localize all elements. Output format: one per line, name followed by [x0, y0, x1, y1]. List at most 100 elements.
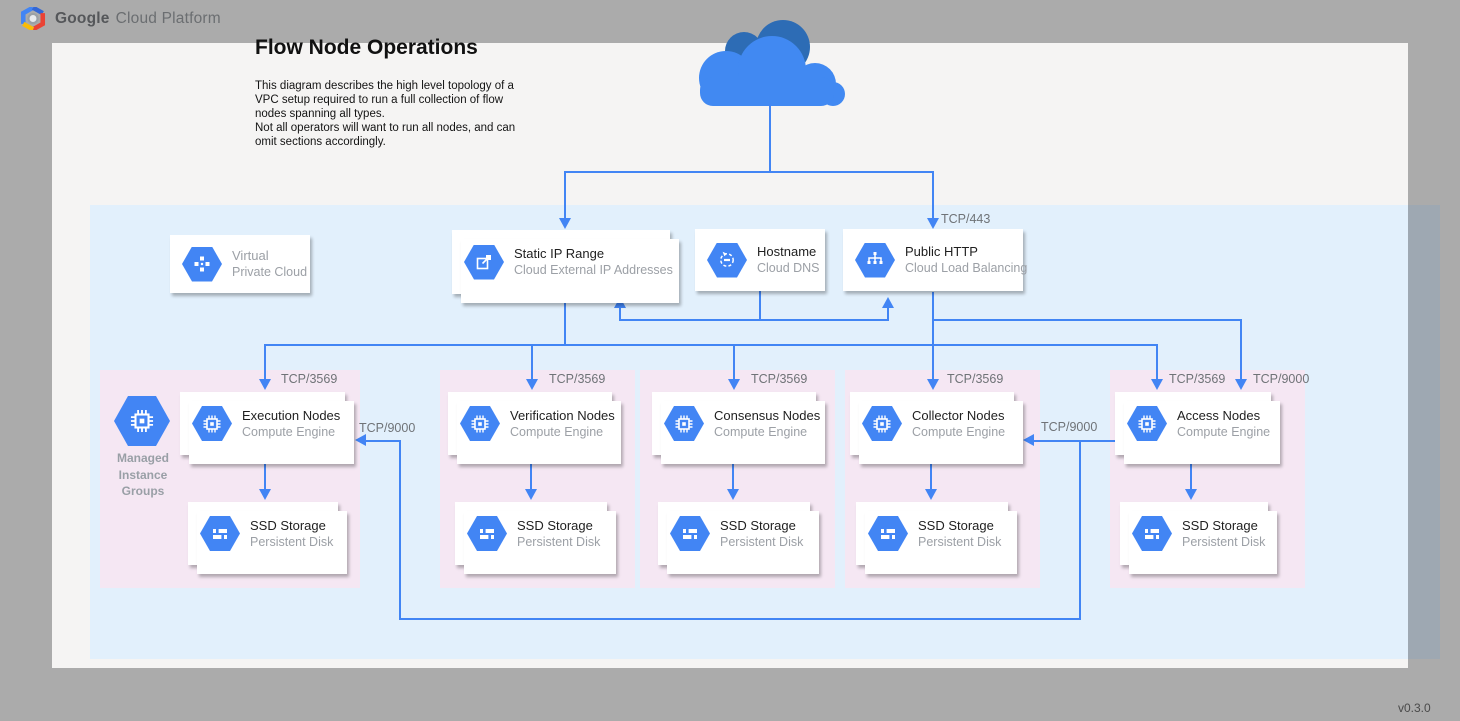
- port-label-tcp3569: TCP/3569: [1169, 372, 1225, 386]
- edge: [264, 344, 266, 380]
- edge: [1034, 440, 1115, 442]
- consensus-nodes-card: Consensus Nodes Compute Engine: [652, 392, 816, 455]
- card-title: Collector Nodes: [912, 408, 1005, 424]
- edge: [1240, 319, 1242, 380]
- verification-ssd-card: SSD Storage Persistent Disk: [455, 502, 607, 565]
- vpc-zone-overflow: [1408, 205, 1440, 659]
- card-title: Execution Nodes: [242, 408, 340, 424]
- internet-cloud-icon: [682, 14, 862, 110]
- edge: [769, 104, 771, 172]
- hostname-card: Hostname Cloud DNS: [695, 229, 825, 291]
- card-title: Public HTTP: [905, 244, 1027, 260]
- port-label-tcp9000: TCP/9000: [359, 421, 415, 435]
- arrowhead: [259, 379, 271, 390]
- card-subtitle: Persistent Disk: [720, 534, 803, 550]
- card-subtitle: Compute Engine: [510, 424, 615, 440]
- card-title: SSD Storage: [720, 518, 803, 534]
- port-label-tcp3569: TCP/3569: [549, 372, 605, 386]
- arrowhead: [559, 218, 571, 229]
- edge: [531, 344, 533, 380]
- arrowhead: [727, 489, 739, 500]
- collector-nodes-card: Collector Nodes Compute Engine: [850, 392, 1014, 455]
- arrowhead: [1023, 434, 1034, 446]
- port-label-tcp443: TCP/443: [941, 212, 990, 226]
- port-label-tcp3569: TCP/3569: [751, 372, 807, 386]
- card-subtitle: Compute Engine: [912, 424, 1005, 440]
- page-title: Flow Node Operations: [255, 36, 478, 60]
- card-subtitle: Compute Engine: [242, 424, 340, 440]
- edge: [564, 171, 566, 219]
- arrowhead: [1151, 379, 1163, 390]
- version-label: v0.3.0: [1398, 701, 1431, 715]
- brand-primary: Google: [55, 10, 110, 28]
- static-ip-card: Static IP Range Cloud External IP Addres…: [452, 230, 670, 294]
- card-subtitle: Compute Engine: [1177, 424, 1270, 440]
- card-subtitle: Cloud DNS: [757, 260, 820, 276]
- port-label-tcp3569: TCP/3569: [281, 372, 337, 386]
- arrowhead: [1185, 489, 1197, 500]
- card-subtitle: Persistent Disk: [918, 534, 1001, 550]
- card-title: Verification Nodes: [510, 408, 615, 424]
- arrowhead: [927, 218, 939, 229]
- edge: [887, 308, 889, 321]
- card-title: SSD Storage: [1182, 518, 1265, 534]
- edge: [264, 344, 1158, 346]
- card-subtitle: Private Cloud: [232, 264, 307, 280]
- arrowhead: [882, 297, 894, 308]
- port-label-tcp3569: TCP/3569: [947, 372, 1003, 386]
- port-label-tcp9000: TCP/9000: [1253, 372, 1309, 386]
- arrowhead: [525, 489, 537, 500]
- load-balancer-icon: [855, 243, 895, 278]
- card-subtitle: Persistent Disk: [517, 534, 600, 550]
- card-title: Hostname: [757, 244, 820, 260]
- gcp-brand: Google Cloud Platform: [20, 7, 221, 30]
- port-label-tcp9000: TCP/9000: [1041, 420, 1097, 434]
- verification-nodes-card: Verification Nodes Compute Engine: [448, 392, 612, 455]
- edge: [733, 344, 735, 380]
- card-title: Access Nodes: [1177, 408, 1270, 424]
- edge: [619, 319, 889, 321]
- card-subtitle: Cloud Load Balancing: [905, 260, 1027, 276]
- access-ssd-card: SSD Storage Persistent Disk: [1120, 502, 1268, 565]
- consensus-ssd-card: SSD Storage Persistent Disk: [658, 502, 810, 565]
- edge: [932, 171, 934, 219]
- card-title: Static IP Range: [514, 246, 673, 262]
- edge: [932, 292, 934, 380]
- vpc-icon: [182, 247, 222, 282]
- edge: [1156, 344, 1158, 380]
- execution-ssd-card: SSD Storage Persistent Disk: [188, 502, 338, 565]
- arrowhead: [927, 379, 939, 390]
- arrowhead: [1235, 379, 1247, 390]
- brand-secondary: Cloud Platform: [116, 10, 221, 28]
- edge: [759, 291, 761, 321]
- edge: [1079, 440, 1081, 620]
- card-subtitle: Cloud External IP Addresses: [514, 262, 673, 278]
- edge: [366, 440, 401, 442]
- arrowhead: [925, 489, 937, 500]
- edge: [564, 171, 934, 173]
- arrowhead: [355, 434, 366, 446]
- arrowhead: [259, 489, 271, 500]
- access-nodes-card: Access Nodes Compute Engine: [1115, 392, 1271, 455]
- arrowhead: [728, 379, 740, 390]
- card-title: SSD Storage: [250, 518, 333, 534]
- card-subtitle: Persistent Disk: [1182, 534, 1265, 550]
- edge: [619, 308, 621, 321]
- collector-ssd-card: SSD Storage Persistent Disk: [856, 502, 1008, 565]
- arrowhead: [526, 379, 538, 390]
- card-title: Virtual: [232, 248, 307, 264]
- card-subtitle: Compute Engine: [714, 424, 820, 440]
- edge: [399, 440, 401, 620]
- edge: [399, 618, 1081, 620]
- page-description: This diagram describes the high level to…: [255, 79, 545, 149]
- card-subtitle: Persistent Disk: [250, 534, 333, 550]
- execution-nodes-card: Execution Nodes Compute Engine: [180, 392, 345, 455]
- card-title: Consensus Nodes: [714, 408, 820, 424]
- edge: [933, 319, 1242, 321]
- public-http-card: Public HTTP Cloud Load Balancing: [843, 229, 1023, 291]
- gcp-logo-icon: [20, 7, 46, 30]
- card-title: SSD Storage: [517, 518, 600, 534]
- vpc-card: Virtual Private Cloud: [170, 235, 310, 293]
- managed-instance-groups-label: Managed Instance Groups: [99, 450, 187, 500]
